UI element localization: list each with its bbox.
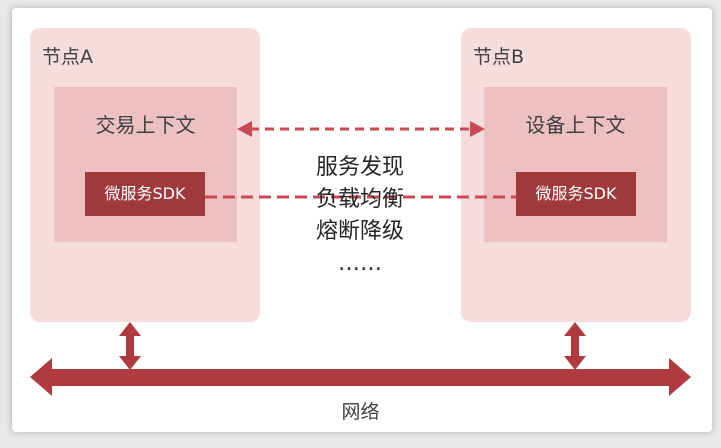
node-a-label: 节点A (42, 46, 93, 68)
feature-load-balancing: 负载均衡 (315, 187, 404, 212)
node-b-network-arrowhead-up (564, 322, 586, 336)
node-b-context: 设备上下文 微服务SDK (484, 87, 667, 242)
node-a: 节点A 交易上下文 微服务SDK (30, 28, 260, 322)
node-a-sdk: 微服务SDK (85, 172, 205, 216)
node-b-context-label: 设备上下文 (525, 113, 626, 137)
node-a-network-arrow-shaft (126, 334, 134, 360)
feature-circuit-breaking: 熔断降级 (315, 219, 404, 244)
node-a-network-arrowhead-down (119, 356, 141, 370)
node-b-network-arrowhead-down (564, 356, 586, 370)
network-arrowhead-right (669, 358, 691, 396)
network-bar (48, 369, 674, 386)
node-a-network-arrowhead-up (119, 322, 141, 336)
feature-service-discovery: 服务发现 (315, 155, 404, 180)
node-b: 节点B 设备上下文 微服务SDK (461, 28, 691, 322)
network-label: 网络 (341, 401, 380, 423)
network-arrowhead-left (30, 358, 52, 396)
context-link-arrowhead-left (237, 121, 252, 137)
node-b-network-arrow-shaft (571, 334, 579, 360)
context-link-arrowhead-right (470, 121, 485, 137)
node-b-sdk: 微服务SDK (516, 172, 636, 216)
node-a-context-label: 交易上下文 (95, 113, 196, 137)
feature-ellipsis: …… (338, 251, 382, 276)
node-a-context: 交易上下文 微服务SDK (54, 87, 237, 242)
governance-features: 服务发现 负载均衡 熔断降级 …… (290, 152, 430, 280)
node-b-label: 节点B (473, 46, 525, 68)
